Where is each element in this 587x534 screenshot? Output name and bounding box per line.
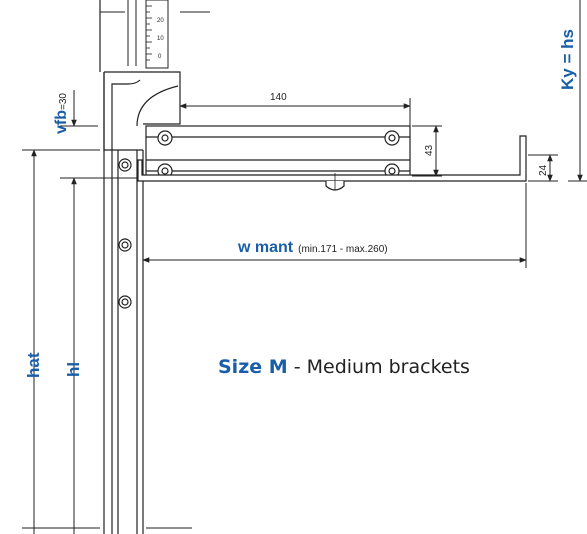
size-caption: Size M - Medium brackets bbox=[218, 356, 470, 378]
w-mant-symbol: w mant bbox=[237, 239, 294, 256]
ruler-tick-0: 0 bbox=[158, 54, 162, 60]
size-caption-text: - Medium brackets bbox=[287, 356, 470, 378]
dimension-43-label: 43 bbox=[424, 144, 435, 156]
vfb-label: vfb=30 bbox=[53, 93, 70, 134]
hl-label: hl bbox=[64, 362, 83, 377]
dimension-24: 24 bbox=[528, 154, 558, 182]
hat-label: hat bbox=[24, 352, 43, 378]
upright-post bbox=[99, 0, 181, 534]
dimension-43: 43 bbox=[412, 125, 442, 177]
vfb-dimension: vfb=30 bbox=[53, 90, 98, 134]
ky-hs-dimension: Ky = hs bbox=[558, 0, 587, 182]
bracket-arm bbox=[145, 125, 411, 177]
w-mant-range: (min.171 - max.260) bbox=[298, 244, 387, 255]
dimension-140-label: 140 bbox=[270, 92, 287, 103]
dimension-24-label: 24 bbox=[538, 164, 549, 176]
platform-plate bbox=[137, 135, 527, 191]
vfb-value: =30 bbox=[58, 93, 69, 110]
vfb-symbol: vfb bbox=[53, 110, 70, 134]
dimension-140: 140 bbox=[179, 92, 411, 126]
ky-hs-label: Ky = hs bbox=[558, 29, 577, 90]
height-dimensions bbox=[22, 149, 192, 534]
w-mant-dimension: w mant (min.171 - max.260) bbox=[142, 183, 527, 268]
post-bolts bbox=[118, 158, 132, 309]
w-mant-label: w mant (min.171 - max.260) bbox=[237, 239, 388, 256]
scale-ruler: 20 10 0 bbox=[100, 0, 210, 69]
ruler-tick-20: 20 bbox=[157, 18, 164, 24]
size-caption-size: Size M bbox=[218, 356, 288, 378]
ruler-tick-10: 10 bbox=[157, 36, 164, 42]
